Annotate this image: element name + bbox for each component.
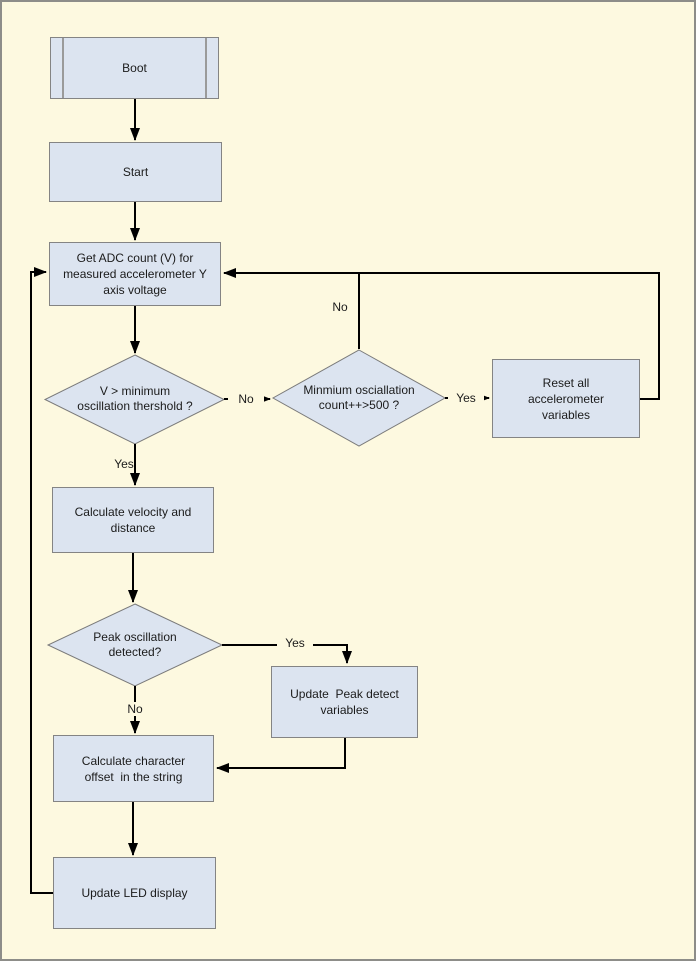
edge-label-peakdetect-yes: Yes — [277, 636, 313, 650]
node-calc-velocity-label: Calculate velocity and distance — [74, 505, 192, 535]
node-get-adc: Get ADC count (V) for measured accelerom… — [49, 242, 221, 306]
edge-label-minthreshold-yes: Yes — [114, 457, 134, 471]
edge-label-minthreshold-no: No — [228, 392, 264, 406]
edge-label-peakdetect-no: No — [117, 702, 153, 716]
node-calc-velocity: Calculate velocity and distance — [52, 487, 214, 553]
node-calc-offset: Calculate character offset in the string — [53, 735, 214, 802]
node-boot-label: Boot — [122, 61, 147, 75]
decision-peak-detect-shape — [46, 603, 224, 687]
node-reset-vars-label: Reset all accelerometer variables — [527, 375, 605, 422]
node-update-led-label: Update LED display — [81, 886, 188, 900]
decision-min-count-shape — [271, 349, 447, 447]
node-update-peak: Update Peak detect variables — [271, 666, 418, 738]
decision-min-threshold-shape — [43, 354, 226, 445]
edge-resetvars-return-getadc — [223, 268, 660, 400]
edge-updateled-loop-getadc — [30, 267, 53, 894]
node-start-label: Start — [122, 165, 149, 179]
node-update-peak-label: Update Peak detect variables — [290, 687, 399, 717]
node-start: Start — [49, 142, 222, 202]
node-reset-vars: Reset all accelerometer variables — [492, 359, 640, 438]
edge-updatepeak-calcoffset — [216, 738, 346, 773]
node-calc-offset-label: Calculate character offset in the string — [81, 753, 186, 784]
node-update-led: Update LED display — [53, 857, 216, 929]
edge-label-mincount-no: No — [332, 300, 348, 314]
edge-label-mincount-yes: Yes — [448, 391, 484, 405]
node-boot: Boot — [50, 37, 219, 99]
node-get-adc-label: Get ADC count (V) for measured accelerom… — [63, 251, 207, 297]
edge-peakdetect-yes-updatepeak — [222, 644, 352, 664]
